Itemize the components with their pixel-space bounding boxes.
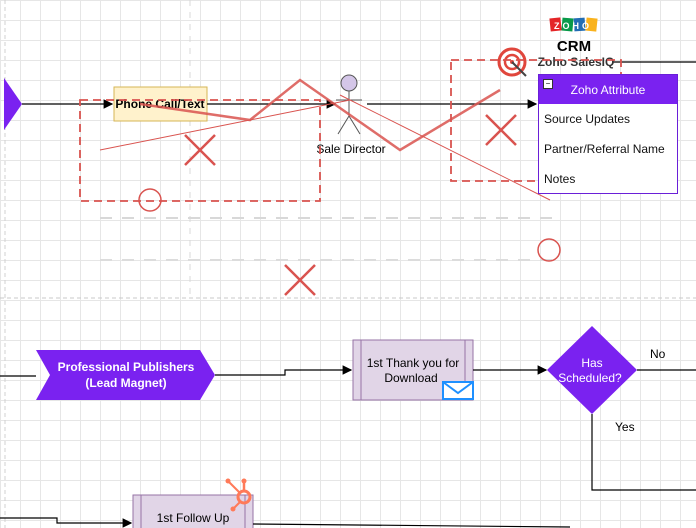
- edge-followup-out[interactable]: [252, 523, 571, 528]
- thank-you-label-1: 1st Thank you for: [367, 356, 460, 370]
- edge-in-to-followup[interactable]: [0, 517, 133, 528]
- x-mark: [485, 114, 517, 146]
- user-actor-icon[interactable]: [336, 74, 362, 135]
- follow-up-node[interactable]: [132, 494, 254, 528]
- dashed-selection-box: [79, 99, 321, 202]
- collapse-icon[interactable]: −: [543, 79, 553, 89]
- zoho-attribute-row[interactable]: Notes: [544, 172, 576, 186]
- sale-director-label: Sale Director: [316, 142, 385, 156]
- x-mark: [184, 134, 216, 166]
- salesiq-target-icon: [497, 47, 527, 77]
- start-arrow-shape[interactable]: [4, 78, 22, 130]
- thin-stroke: [99, 99, 351, 151]
- thank-you-label-2: Download: [384, 371, 437, 385]
- edge-label-no: No: [650, 347, 666, 361]
- follow-up-label: 1st Follow Up: [157, 511, 230, 525]
- edge-publishers-to-thankyou[interactable]: [215, 365, 353, 376]
- zoho-attribute-row[interactable]: Source Updates: [544, 112, 631, 126]
- zoho-attribute-table[interactable]: − Zoho Attribute Source Updates Partner/…: [538, 74, 678, 194]
- phone-call-node[interactable]: [113, 86, 208, 122]
- zigzag-stroke: [139, 78, 501, 152]
- zoho-attribute-row[interactable]: Partner/Referral Name: [544, 142, 665, 156]
- thin-stroke: [339, 94, 551, 201]
- zoho-logo-icon: [549, 17, 598, 32]
- has-scheduled-label-2: Scheduled?: [558, 371, 622, 385]
- zoho-attribute-title: Zoho Attribute: [570, 82, 646, 97]
- envelope-icon: [442, 381, 474, 400]
- zoho-logo-text: ZOHO: [554, 21, 592, 31]
- edge-label-yes: Yes: [615, 420, 635, 434]
- zoho-crm-label: CRM: [557, 38, 591, 55]
- zoho-salesiq-label: Zoho SalesIQ: [538, 55, 615, 69]
- hubspot-icon: [225, 478, 252, 512]
- edge-yes[interactable]: [591, 414, 696, 491]
- zoho-attribute-header[interactable]: − Zoho Attribute: [539, 75, 677, 104]
- annotation-marks: [79, 59, 622, 296]
- has-scheduled-node[interactable]: [547, 326, 637, 414]
- professional-publishers-node[interactable]: [36, 350, 215, 400]
- x-mark: [284, 264, 316, 296]
- circle-mark: [537, 238, 561, 262]
- professional-publishers-label-2: (Lead Magnet): [85, 376, 166, 390]
- has-scheduled-label-1: Has: [581, 356, 602, 370]
- professional-publishers-label-1: Professional Publishers: [58, 360, 195, 374]
- circle-mark: [138, 188, 162, 212]
